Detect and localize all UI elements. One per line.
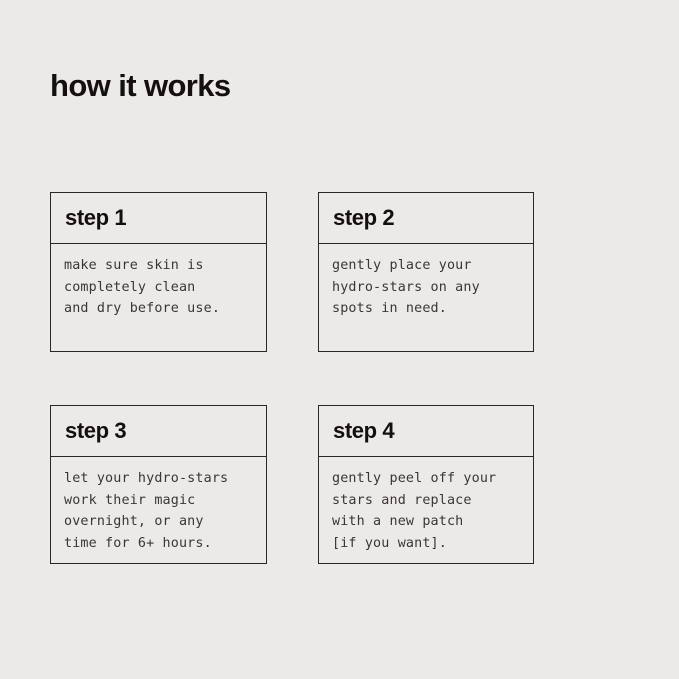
step-card-1-body-text: make sure skin is completely clean and d… — [64, 258, 221, 317]
step-card-4: step 4 gently peel off your stars and re… — [318, 405, 534, 564]
step-card-3-body-text: let your hydro-stars work their magic ov… — [64, 471, 229, 551]
step-card-3: step 3 let your hydro-stars work their m… — [50, 405, 267, 564]
step-card-1-body: make sure skin is completely clean and d… — [51, 244, 266, 351]
step-card-3-body: let your hydro-stars work their magic ov… — [51, 457, 266, 563]
step-card-2-header: step 2 — [319, 193, 533, 244]
step-card-3-header: step 3 — [51, 406, 266, 457]
step-card-2: step 2 gently place your hydro-stars on … — [318, 192, 534, 352]
step-card-1-header-label: step 1 — [65, 205, 127, 230]
step-card-2-header-label: step 2 — [333, 205, 395, 230]
step-card-1: step 1 make sure skin is completely clea… — [50, 192, 267, 352]
step-card-4-body-text: gently peel off your stars and replace w… — [332, 471, 497, 551]
step-card-2-body: gently place your hydro-stars on any spo… — [319, 244, 533, 351]
step-card-3-header-label: step 3 — [65, 418, 127, 443]
step-card-4-header: step 4 — [319, 406, 533, 457]
page-title: how it works — [50, 68, 231, 103]
step-card-2-body-text: gently place your hydro-stars on any spo… — [332, 258, 480, 317]
step-card-4-body: gently peel off your stars and replace w… — [319, 457, 533, 563]
step-card-4-header-label: step 4 — [333, 418, 395, 443]
step-card-1-header: step 1 — [51, 193, 266, 244]
